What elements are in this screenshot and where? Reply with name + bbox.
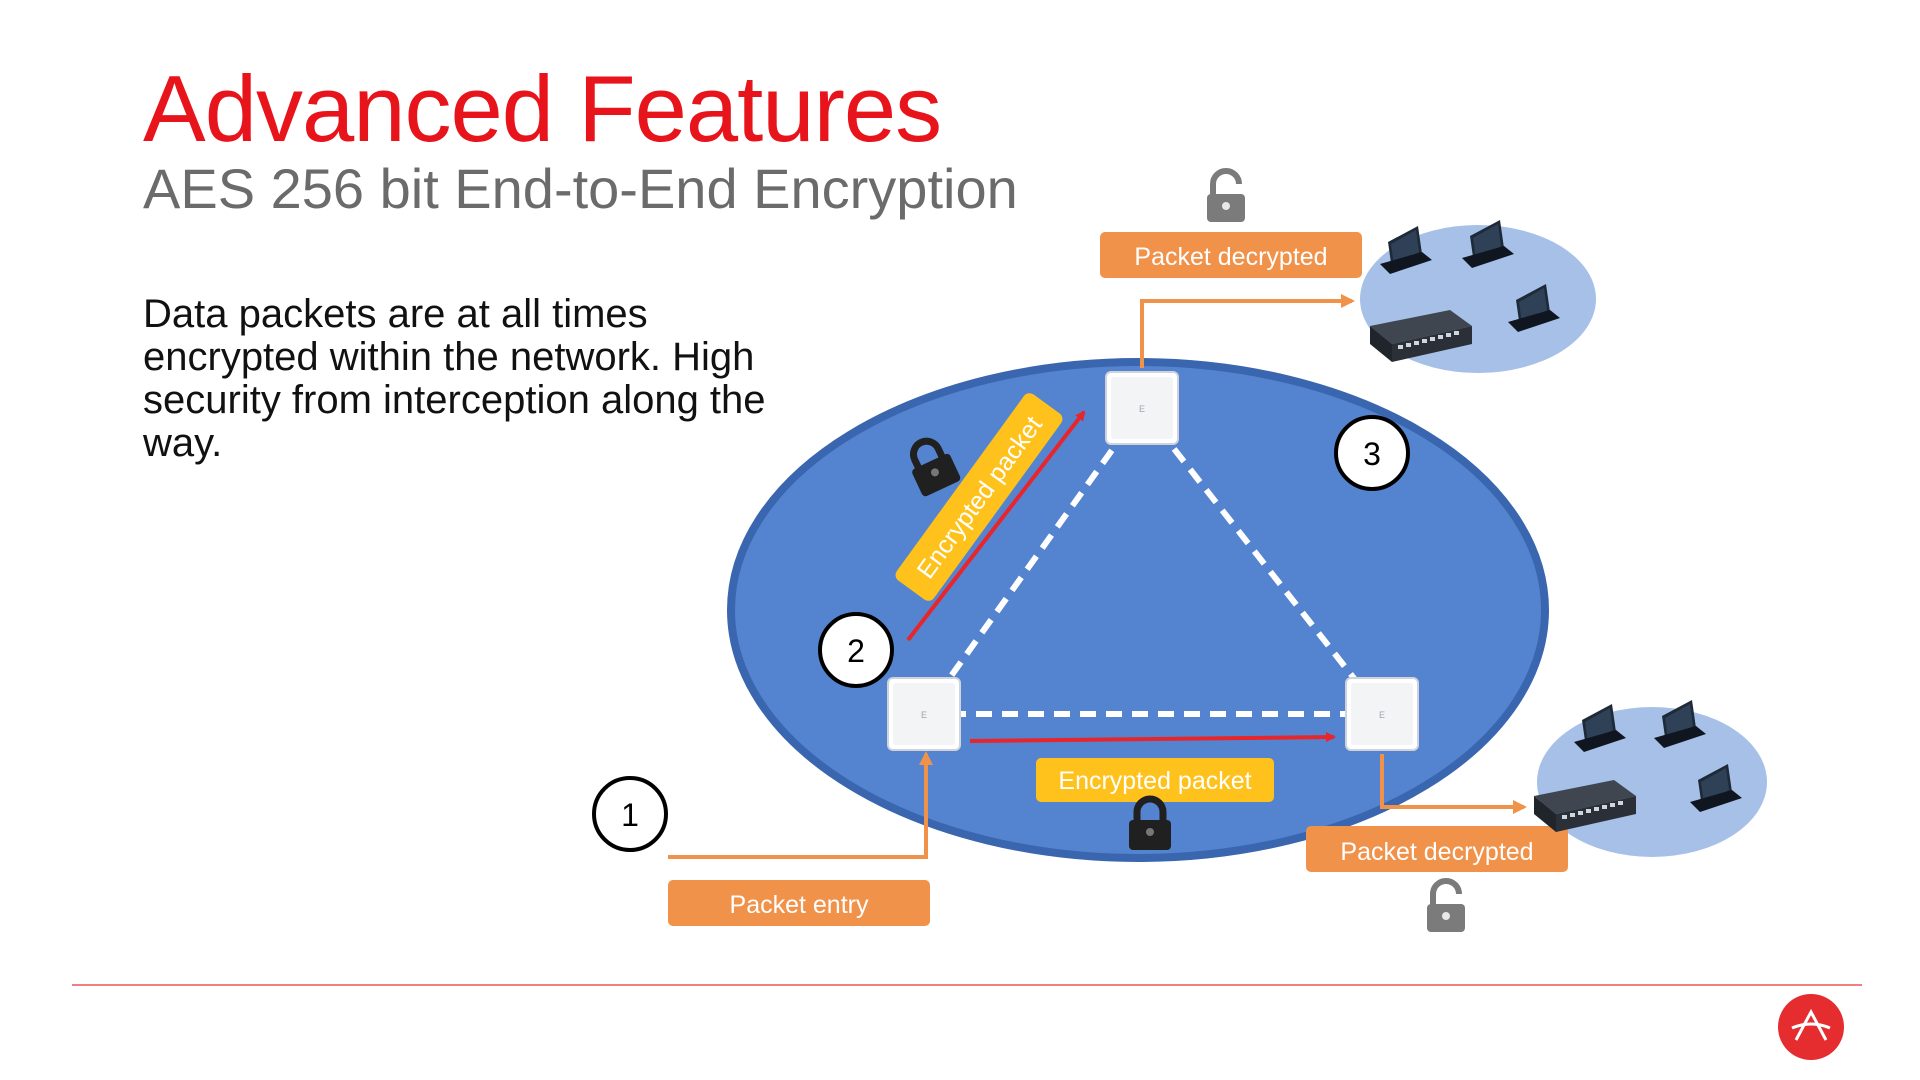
brand-logo-icon bbox=[1778, 994, 1844, 1060]
footer-divider bbox=[72, 984, 1862, 986]
decrypt-arrow-bottom bbox=[1380, 754, 1527, 814]
packet-decrypted-label-top bbox=[1100, 232, 1362, 278]
packet-decrypted-bottom-text: Packet decrypted bbox=[1340, 838, 1533, 866]
encrypted-packet-bottom-text: Encrypted packet bbox=[1058, 767, 1251, 795]
packet-entry-label bbox=[668, 880, 930, 926]
packet-entry-arrow bbox=[668, 751, 933, 859]
encrypted-flow-arrow-bottom bbox=[969, 732, 1336, 743]
slide-description: Data packets are at all times encrypted … bbox=[143, 292, 766, 465]
mesh-links bbox=[921, 406, 1385, 717]
access-point-icon: E bbox=[887, 677, 961, 751]
encrypted-packet-label-bottom bbox=[1036, 758, 1274, 802]
node-mark: E bbox=[1379, 710, 1385, 720]
node-mark: E bbox=[1139, 404, 1145, 414]
step-2-number: 2 bbox=[847, 633, 865, 669]
encrypted-flow-arrow-diagonal bbox=[906, 410, 1086, 642]
packet-decrypted-label-bottom bbox=[1306, 826, 1568, 872]
node-mark: E bbox=[921, 710, 927, 720]
packet-decrypted-top-text: Packet decrypted bbox=[1134, 243, 1327, 271]
step-1-badge: 1 bbox=[592, 776, 668, 852]
access-point-icon: E bbox=[1345, 677, 1419, 751]
decrypt-arrow-top bbox=[1140, 294, 1355, 368]
lock-open-icon bbox=[1207, 171, 1245, 222]
slide-subtitle: AES 256 bit End-to-End Encryption bbox=[143, 157, 1018, 220]
client-cloud-bottom bbox=[1537, 707, 1767, 857]
access-point-icon: E bbox=[1105, 371, 1179, 445]
step-1-number: 1 bbox=[621, 797, 639, 833]
step-3-badge: 3 bbox=[1334, 415, 1410, 491]
step-3-number: 3 bbox=[1363, 436, 1381, 472]
lock-open-icon bbox=[1427, 881, 1465, 932]
slide-title: Advanced Features bbox=[143, 56, 942, 161]
step-2-badge: 2 bbox=[818, 612, 894, 688]
packet-entry-text: Packet entry bbox=[730, 891, 869, 919]
